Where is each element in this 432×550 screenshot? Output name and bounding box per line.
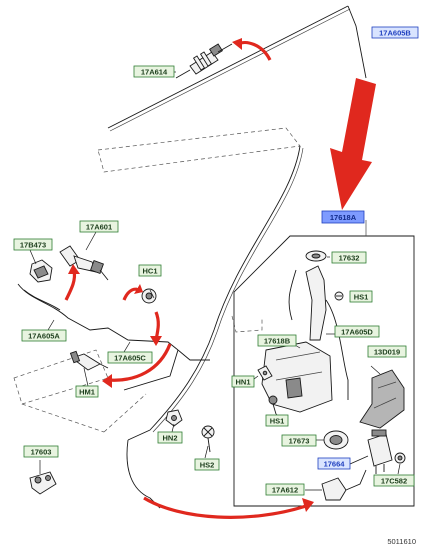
washer-pump-17664 [367, 429, 393, 474]
nut-hn1 [257, 365, 273, 381]
label-hs1-bottom: HS1 [265, 414, 289, 427]
label-17603: 17603 [23, 445, 59, 458]
label-17c582: 17C582 [373, 474, 415, 487]
washer-jet-17603 [29, 471, 57, 495]
label-hs2: HS2 [194, 458, 220, 471]
nozzle-connector-17a601 [59, 245, 109, 281]
svg-text:HN1: HN1 [235, 378, 250, 387]
connector-17a612 [321, 469, 367, 501]
svg-text:HS1: HS1 [270, 417, 285, 426]
svg-text:17A614: 17A614 [141, 68, 168, 77]
clip-17b473 [29, 259, 53, 283]
svg-text:HC1: HC1 [142, 267, 157, 276]
label-17a612: 17A612 [265, 483, 305, 496]
grommet-17673 [323, 430, 349, 450]
leader-lines [29, 71, 401, 491]
main-hose-route [17, 145, 304, 509]
filler-neck [288, 265, 349, 400]
label-17a601: 17A601 [79, 220, 119, 233]
label-17b473: 17B473 [13, 238, 53, 251]
svg-text:13D019: 13D019 [374, 348, 400, 357]
svg-text:HS1: HS1 [354, 293, 369, 302]
label-13d019: 13D019 [367, 345, 407, 358]
svg-text:17A605D: 17A605D [341, 328, 373, 337]
nut-hn2 [165, 409, 183, 427]
filler-cap-17632 [305, 250, 327, 262]
svg-text:17A605A: 17A605A [28, 332, 60, 341]
svg-text:17C582: 17C582 [381, 477, 407, 486]
svg-text:17A601: 17A601 [86, 223, 112, 232]
label-hs1-top: HS1 [349, 290, 373, 303]
label-17a605a: 17A605A [21, 329, 67, 342]
label-hn2: HN2 [157, 431, 183, 444]
insulator-13d019 [359, 369, 405, 429]
label-hm1: HM1 [75, 385, 99, 398]
screw-hs2 [201, 425, 215, 453]
part-labels: 17A605B 17618A 17664 17A614 17B473 17A60… [13, 26, 419, 496]
red-curved-arrow-icon [64, 40, 307, 519]
label-hn1: HN1 [231, 375, 255, 388]
label-17a605c: 17A605C [107, 351, 153, 364]
label-17618a: 17618A [321, 210, 365, 224]
svg-text:17618B: 17618B [264, 337, 291, 346]
label-17664: 17664 [317, 457, 351, 470]
svg-text:HS2: HS2 [200, 461, 215, 470]
svg-text:17A605B: 17A605B [379, 29, 411, 38]
svg-text:17618A: 17618A [330, 213, 357, 222]
label-17a614: 17A614 [133, 65, 175, 78]
label-17a605b: 17A605B [371, 26, 419, 39]
figure-number: 5011610 [387, 537, 416, 546]
svg-text:17632: 17632 [339, 254, 360, 263]
connector-hm1 [69, 350, 109, 371]
upper-hose-line [107, 5, 367, 132]
svg-text:HM1: HM1 [79, 388, 95, 397]
svg-text:17603: 17603 [31, 448, 52, 457]
svg-text:17673: 17673 [289, 437, 310, 446]
svg-text:17B473: 17B473 [20, 241, 46, 250]
label-17618b: 17618B [257, 334, 297, 347]
label-hc1: HC1 [138, 264, 162, 277]
svg-text:17A612: 17A612 [272, 486, 298, 495]
label-17632: 17632 [331, 251, 367, 264]
reservoir-assembly-frame [233, 220, 415, 507]
filter-17c582 [394, 452, 406, 464]
red-pointer-arrow-icon [330, 78, 376, 210]
svg-text:17A605C: 17A605C [114, 354, 146, 363]
connector-17a614 [175, 43, 233, 79]
reservoir-17618b [261, 341, 333, 413]
red-arrowhead-icons [68, 38, 314, 512]
svg-text:HN2: HN2 [162, 434, 177, 443]
svg-text:17664: 17664 [324, 460, 346, 469]
bolt-hs1-top [334, 291, 344, 301]
body-outline [13, 127, 301, 433]
label-17673: 17673 [281, 434, 317, 447]
bolt-hs1-bottom [268, 395, 278, 415]
label-17a605d: 17A605D [334, 325, 380, 338]
